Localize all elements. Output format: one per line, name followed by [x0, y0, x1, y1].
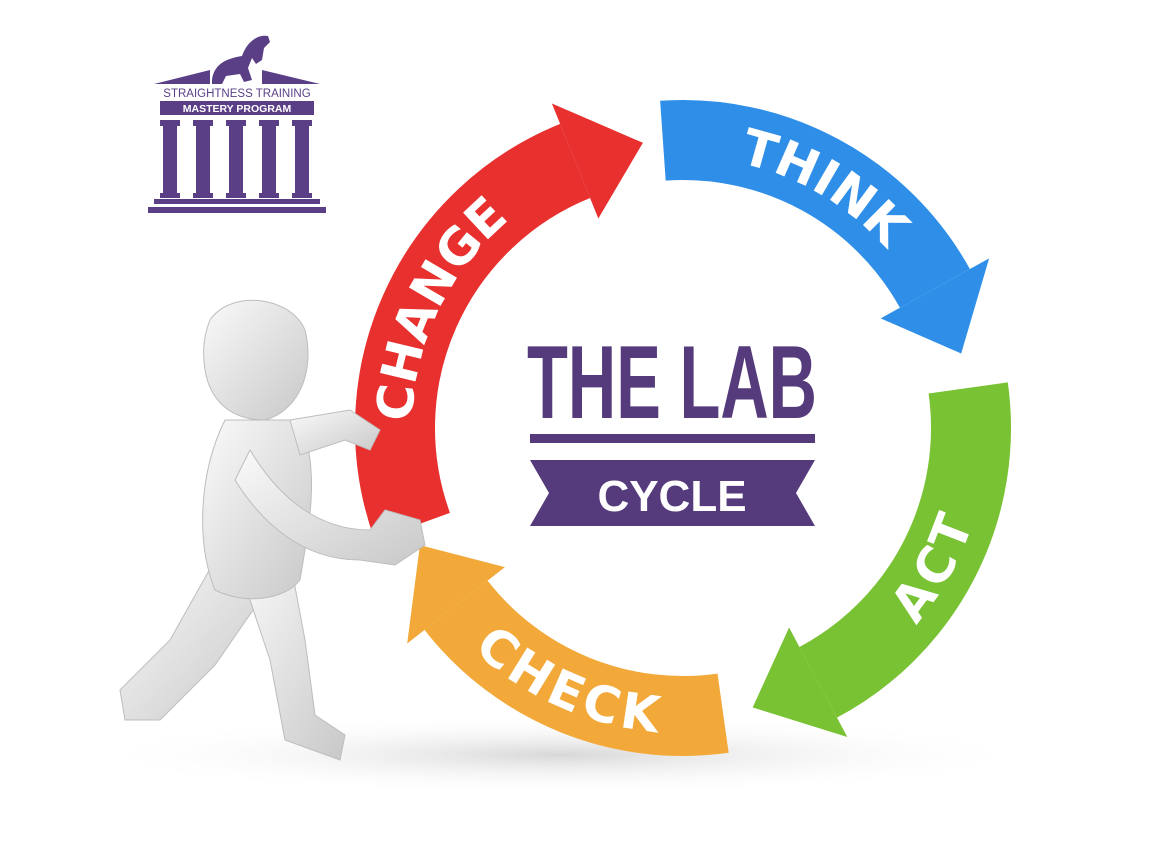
arrow-head	[407, 545, 505, 644]
center-title-block: THE LAB CYCLE	[527, 325, 817, 526]
figure-head	[203, 299, 309, 421]
arrow-body	[798, 382, 1011, 718]
logo-roof-right	[262, 70, 320, 84]
figure-front-leg	[239, 559, 346, 761]
figure-back-arm	[289, 409, 381, 456]
subtitle-banner	[530, 460, 815, 526]
title-underline	[530, 434, 815, 443]
figure-front-arm	[234, 448, 426, 566]
logo-roof-left	[154, 70, 210, 84]
center-title: THE LAB	[527, 325, 817, 441]
arrow-head	[752, 627, 848, 738]
logo-line2: MASTERY PROGRAM	[183, 103, 292, 115]
logo: STRAIGHTNESS TRAINING MASTERY PROGRAM	[148, 35, 326, 213]
arrow-body	[424, 580, 729, 756]
pushing-figure	[119, 299, 426, 761]
cycle-arrow-think: THINK	[660, 100, 990, 354]
cycle-arrow-check: CHECK	[407, 545, 729, 756]
arrow-body	[355, 123, 591, 541]
arrow-head	[551, 103, 643, 219]
horse-icon	[212, 35, 270, 84]
logo-line1: STRAIGHTNESS TRAINING	[163, 88, 310, 100]
arrow-head	[880, 258, 990, 354]
center-subtitle: CYCLE	[597, 472, 746, 521]
arrow-body	[660, 100, 970, 309]
figure-back-leg	[119, 559, 261, 721]
